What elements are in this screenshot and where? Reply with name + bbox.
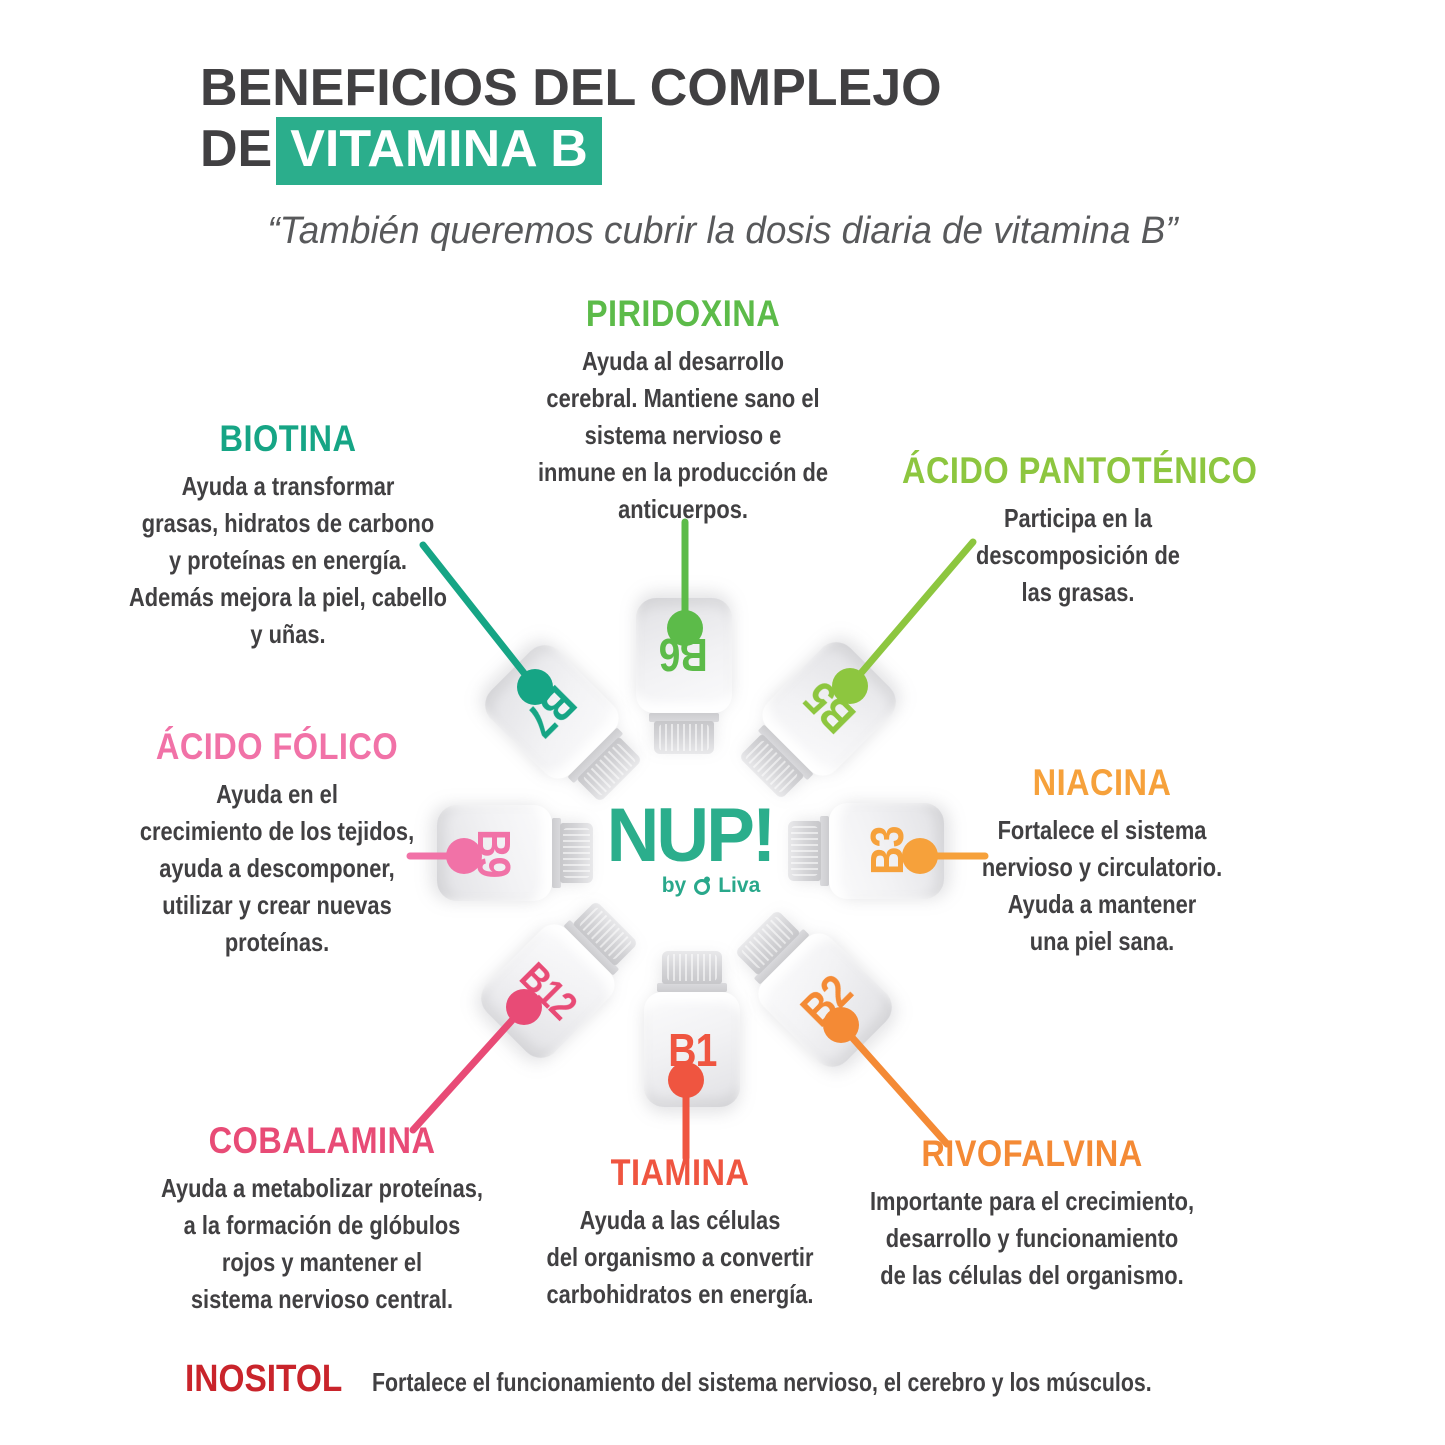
vitamin-block-tiamina: TIAMINA Ayuda a las células del organism… — [480, 1152, 880, 1313]
vitamin-name: PIRIDOXINA — [585, 293, 781, 334]
vitamin-description: Participa en la descomposición de las gr… — [976, 503, 1180, 607]
bottle-b12: B12 — [472, 888, 651, 1067]
vitamin-name: ÁCIDO FÓLICO — [155, 726, 399, 767]
vitamin-description: Ayuda a las células del organismo a conv… — [546, 1205, 814, 1309]
vitamin-b-highlight: VITAMINA B — [276, 117, 602, 186]
title-line2-prefix: DE — [200, 120, 273, 179]
inositol-description: Fortalece el funcionamiento del sistema … — [371, 1367, 1152, 1397]
bottle-label: B1 — [667, 1023, 717, 1076]
bottle-label: B9 — [468, 828, 521, 878]
vitamin-name: COBALAMINA — [208, 1120, 436, 1161]
title-line1: BENEFICIOS DEL COMPLEJO — [200, 58, 942, 117]
vitamin-block-biotina: BIOTINA Ayuda a transformar grasas, hidr… — [68, 418, 508, 653]
vitamin-description: Fortalece el sistema nervioso y circulat… — [981, 815, 1223, 956]
bottle-label: B7 — [516, 676, 587, 747]
bottle-neck-ring — [657, 983, 727, 992]
liva-name: Liva — [718, 874, 761, 898]
bottle-cap — [654, 721, 714, 754]
nup-byline: by Liva — [585, 874, 795, 898]
nup-logo: NUP! by Liva — [585, 793, 795, 898]
vitamin-block-niacina: NIACINA Fortalece el sistema nervioso y … — [922, 762, 1282, 960]
bottle-body: B3 — [829, 803, 944, 899]
nup-logo-text: NUP! — [606, 793, 777, 878]
vitamin-name: ÁCIDO PANTOTÉNICO — [902, 450, 1258, 491]
bottle-b7: B7 — [476, 636, 655, 815]
bottle-body: B1 — [644, 992, 740, 1107]
vitamin-block-acido-folico: ÁCIDO FÓLICO Ayuda en el crecimiento de … — [77, 726, 477, 961]
liva-logo-icon — [694, 876, 711, 896]
vitamin-description: Ayuda a metabolizar proteínas, a la form… — [160, 1173, 484, 1314]
vitamin-name: NIACINA — [1032, 762, 1172, 803]
inositol-footer: INOSITOL Fortalece el funcionamiento del… — [185, 1358, 1323, 1401]
bottle-label: B12 — [511, 954, 585, 1028]
inositol-name: INOSITOL — [185, 1358, 343, 1400]
vitamin-name: RIVOFALVINA — [921, 1133, 1143, 1174]
bottle-b1: B1 — [644, 951, 740, 1107]
bottle-b2: B2 — [722, 897, 901, 1076]
bottle-label: B6 — [659, 629, 709, 682]
bottle-body: B6 — [636, 598, 732, 713]
vitamin-block-acido-pantotenico: ÁCIDO PANTOTÉNICO Participa en la descom… — [878, 450, 1278, 611]
vitamin-description: Importante para el crecimiento, desarrol… — [869, 1186, 1195, 1290]
vitamin-block-piridoxina: PIRIDOXINA Ayuda al desarrollo cerebral.… — [483, 293, 883, 528]
bottle-body: B9 — [437, 805, 552, 901]
bottle-cap — [662, 951, 722, 984]
vitamin-block-cobalamina: COBALAMINA Ayuda a metabolizar proteínas… — [87, 1120, 557, 1318]
bottle-label: B3 — [860, 826, 913, 876]
vitamin-description: Ayuda en el crecimiento de los tejidos, … — [139, 779, 415, 957]
vitamin-name: TIAMINA — [610, 1152, 750, 1193]
vitamin-name: BIOTINA — [219, 418, 357, 459]
vitamin-description: Ayuda al desarrollo cerebral. Mantiene s… — [537, 346, 829, 524]
bottle-b6: B6 — [636, 598, 732, 754]
by-label: by — [661, 874, 687, 898]
bottle-b5: B5 — [726, 633, 905, 812]
bottle-label: B5 — [794, 673, 865, 744]
bottle-label: B2 — [790, 965, 861, 1036]
bottle-b9: B9 — [437, 805, 593, 901]
bottle-b3: B3 — [788, 803, 944, 899]
subtitle-quote: “También queremos cubrir la dosis diaria… — [267, 210, 1178, 252]
vitamin-description: Ayuda a transformar grasas, hidratos de … — [128, 471, 448, 649]
vitamin-block-rivofalvina: RIVOFALVINA Importante para el crecimien… — [797, 1133, 1267, 1294]
bottle-neck-ring — [820, 816, 829, 886]
